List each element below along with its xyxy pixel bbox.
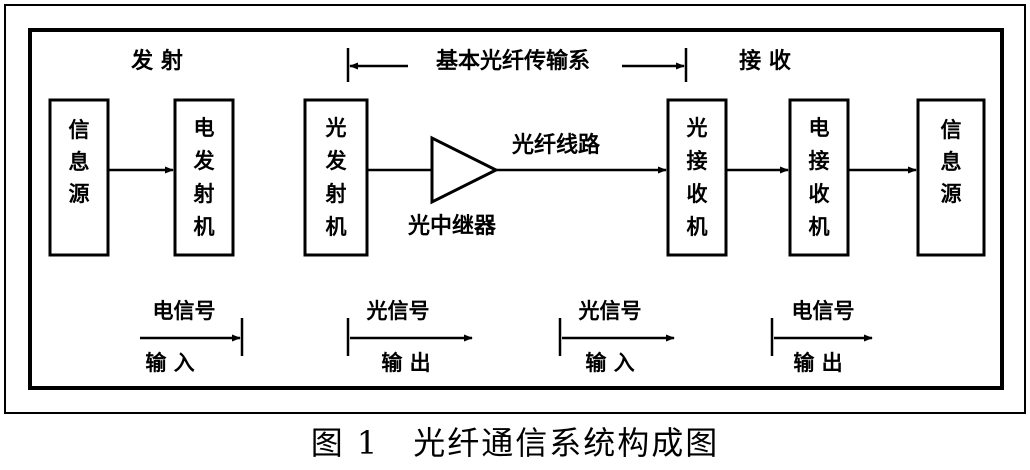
signal-type: 光信号 [366, 299, 430, 323]
repeater-label: 光中继器 [407, 213, 497, 239]
signal-electric-output: 电信号 输 出 [770, 299, 873, 375]
block-char: 电 [194, 116, 215, 140]
outer-frame [4, 4, 1026, 414]
block-char: 射 [325, 182, 347, 206]
electric-receiver-block: 电 接 收 机 [788, 98, 850, 257]
block-char: 机 [326, 215, 347, 239]
block-char: 信 [69, 118, 90, 142]
signal-optical-output: 光信号 输 出 [346, 299, 473, 375]
signal-type: 电信号 [792, 299, 855, 323]
info-source-left-block: 信 息 源 [48, 98, 110, 257]
block-char: 信 [941, 118, 962, 142]
block-char: 接 [687, 149, 708, 173]
signal-type: 电信号 [153, 299, 216, 323]
optical-transmitter-block: 光 发 射 机 [303, 98, 369, 257]
signal-electric-input: 电信号 输 入 [140, 299, 244, 375]
block-char: 发 [325, 149, 348, 173]
signal-dir: 输 出 [381, 351, 430, 375]
block-char: 机 [194, 215, 215, 239]
transmit-label: 发 射 [130, 48, 183, 74]
block-char: 光 [325, 116, 347, 140]
optical-receiver-block: 光 接 收 机 [666, 98, 728, 257]
receive-label: 接 收 [739, 48, 791, 74]
block-char: 息 [69, 150, 90, 174]
system-span-arrows [346, 48, 688, 82]
info-source-right-block: 信 息 源 [916, 98, 986, 257]
signal-dir: 输 入 [585, 351, 634, 375]
repeater-triangle [430, 135, 500, 205]
block-char: 接 [809, 149, 830, 173]
signal-optical-input: 光信号 输 入 [558, 299, 675, 375]
signal-dir: 输 出 [793, 351, 842, 375]
block-char: 射 [193, 182, 215, 206]
block-char: 源 [69, 182, 90, 206]
block-char: 收 [687, 182, 708, 206]
block-char: 电 [809, 116, 830, 140]
block-char: 机 [809, 215, 830, 239]
block-char: 光 [686, 116, 708, 140]
signal-dir: 输 入 [145, 351, 194, 375]
inner-frame [28, 28, 1004, 390]
block-char: 收 [809, 182, 830, 206]
block-char: 机 [687, 215, 708, 239]
block-char: 发 [193, 149, 216, 173]
signal-type: 光信号 [578, 299, 642, 323]
fiber-line-label: 光纤线路 [511, 132, 601, 158]
block-char: 息 [941, 150, 962, 174]
figure-caption: 图 1 光纤通信系统构成图 [310, 424, 720, 462]
block-char: 源 [941, 182, 962, 206]
electric-transmitter-block: 电 发 射 机 [173, 98, 235, 257]
system-label: 基本光纤传输系 [436, 48, 590, 74]
